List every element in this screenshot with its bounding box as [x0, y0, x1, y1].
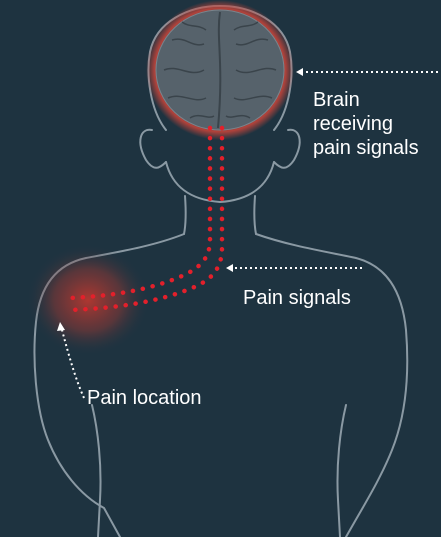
- brain-pointer: [296, 68, 438, 76]
- signals-pointer: [226, 264, 362, 272]
- pain-location-label: Pain location: [87, 386, 202, 410]
- arrow-left-icon: [226, 264, 233, 272]
- right-ear: [274, 130, 300, 168]
- brain-label: Brain receiving pain signals: [313, 88, 419, 160]
- neck-left: [184, 196, 186, 234]
- left-ear: [140, 130, 166, 168]
- brain-label-line-2: receiving: [313, 112, 419, 136]
- left-torso-outline: [92, 405, 101, 537]
- brain-label-line-1: Brain: [313, 88, 419, 112]
- neck-right: [254, 196, 256, 234]
- right-shoulder-outline: [256, 234, 407, 537]
- right-torso-outline: [337, 405, 346, 537]
- brain-icon: [146, 0, 294, 140]
- pain-glow: [26, 244, 150, 356]
- arrow-left-icon: [296, 68, 303, 76]
- brain-label-line-3: pain signals: [313, 136, 419, 160]
- pain-signals-label: Pain signals: [243, 286, 351, 310]
